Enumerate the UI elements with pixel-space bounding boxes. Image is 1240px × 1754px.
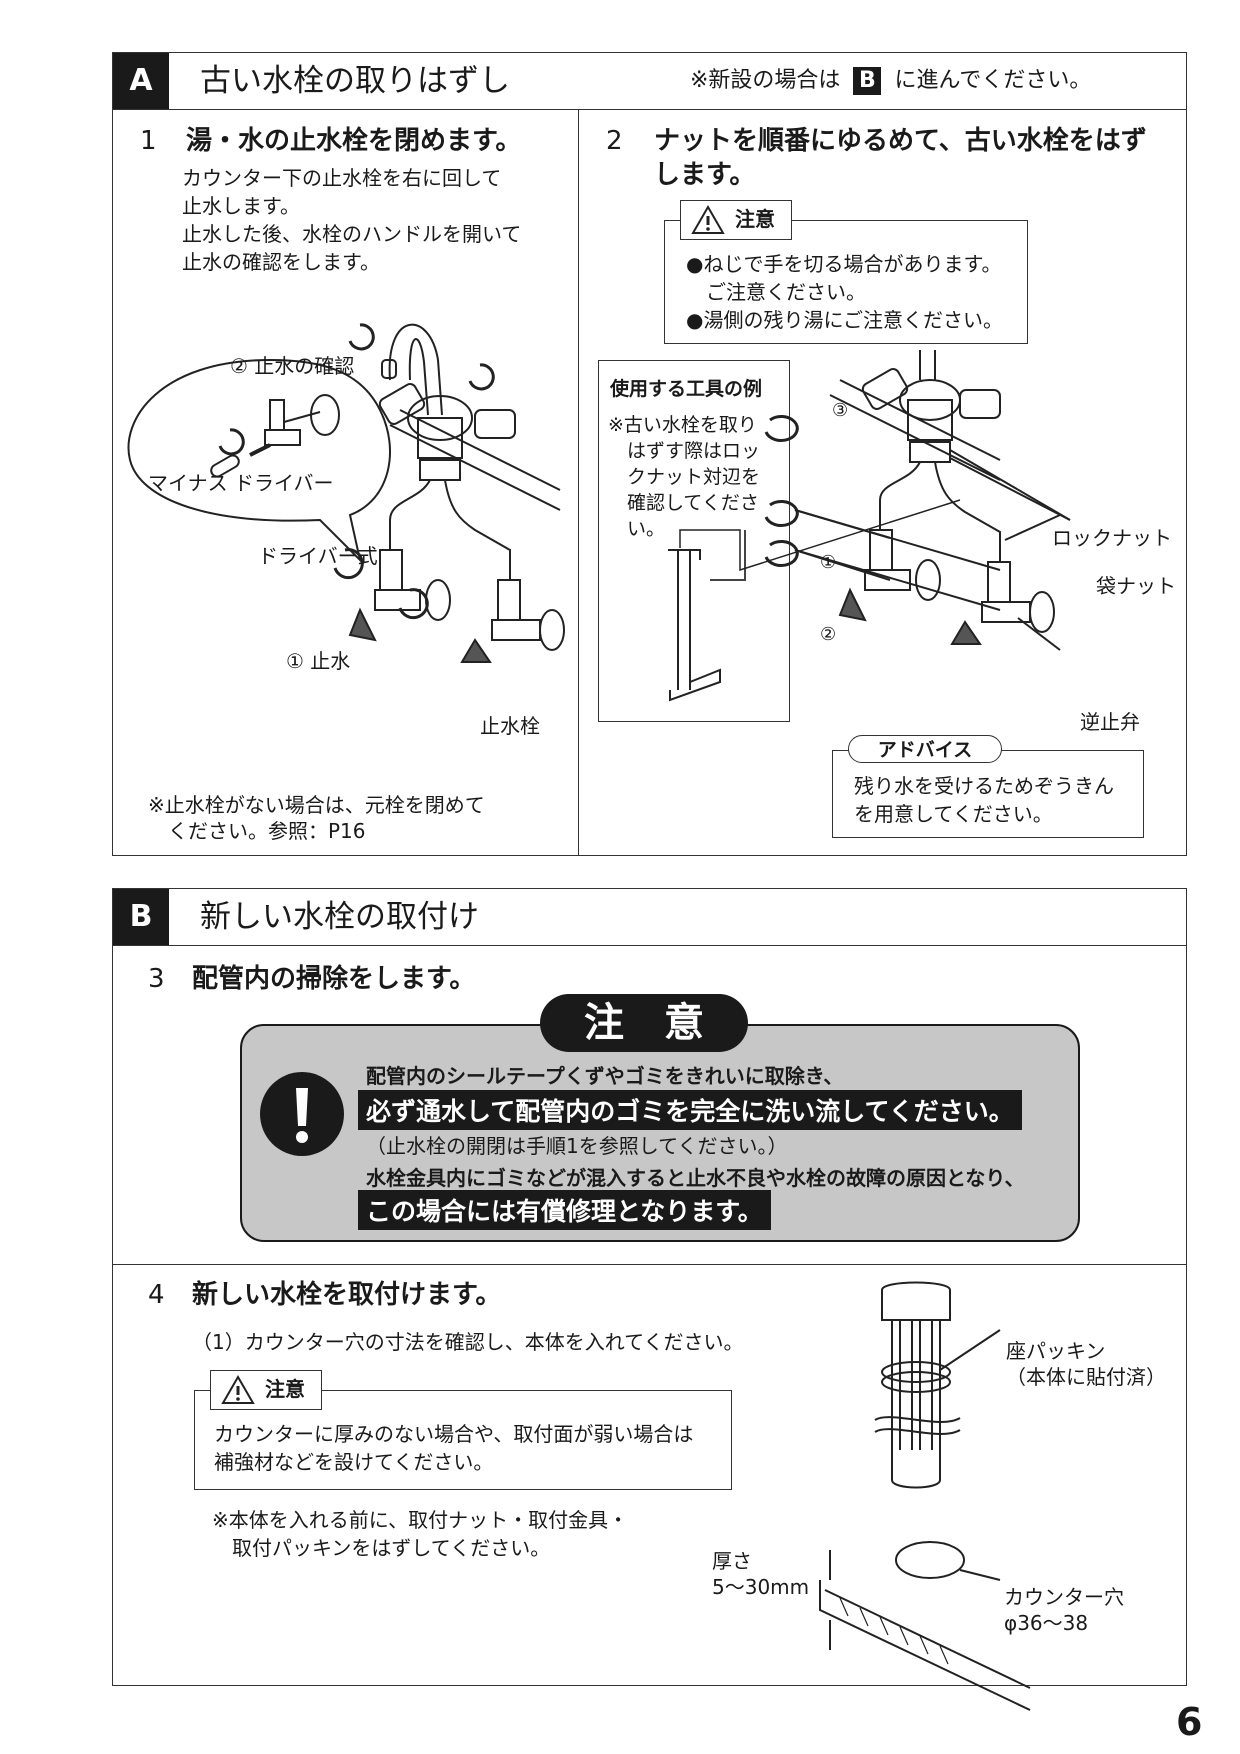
tools-title: 使用する工具の例 [610,378,763,400]
step4-sub: （1）カウンター穴の寸法を確認し、本体を入れてください。 [192,1330,744,1354]
step2-label-n3: ③ [832,400,849,421]
warning-line5: この場合には有償修理となります。 [358,1190,771,1230]
step2-label-check-valve: 逆止弁 [1080,710,1140,734]
step1-title: 湯・水の止水栓を閉めます。 [186,126,522,156]
step4-title: 新しい水栓を取付けます。 [192,1280,502,1310]
step2-label-lock-nut: ロックナット [1052,526,1172,550]
step3-number: 3 [148,964,165,994]
section-a-header-divider [112,109,1187,110]
caution-line: ご注意ください。 [686,280,866,304]
note-prefix: ※新設の場合は [690,68,841,93]
step2-caution-tab: 注意 [680,200,792,240]
tools-box [598,360,790,722]
step4-label-thickness: 厚さ 5～30mm [712,1549,810,1599]
step1-number: 1 [140,126,157,156]
step1-label-minus-driver: マイナス ドライバー [148,471,334,495]
step2-caution-label: 注意 [735,207,775,231]
section-a-column-divider [578,109,579,856]
page-number: 6 [1176,1700,1203,1744]
section-b-step-divider [112,1264,1187,1265]
step1-label-driver-type: ドライバー式 [258,544,378,568]
lock-nut-wrench-illustration [668,530,746,702]
warning-line1: 配管内のシールテープくずやゴミをきれいに取除き、 [366,1064,844,1088]
step1-description: カウンター下の止水栓を右に回して 止水します。 止水した後、水栓のハンドルを開い… [182,166,522,274]
section-b-header-divider [112,945,1187,946]
step4-note: ※本体を入れる前に、取付ナット・取付金具・ 取付パッキンをはずしてください。 [212,1508,629,1560]
step3-title: 配管内の掃除をします。 [192,964,476,994]
section-a-note: ※新設の場合は B に進んでください。 [690,53,1091,109]
step2-title: ナットを順番にゆるめて、古い水栓をはず します。 [654,126,1147,190]
step4-caution-tab: 注意 [210,1370,322,1410]
step4-label-hole: カウンター穴 φ36～38 [1004,1585,1124,1635]
step2-faucet-illustration [764,350,1071,651]
step4-number: 4 [148,1280,165,1310]
step1-footnote: ※止水栓がない場合は、元栓を閉めて ください。参照：P16 [148,793,485,843]
step1-label-stop: ① 止水 [286,649,351,673]
warning-triangle-icon [691,204,725,234]
step1-label-check: ② 止水の確認 [230,354,355,378]
step2-caution-text: ●ねじで手を切る場合があります。 ご注意ください。 ●湯側の残り湯にご注意くださ… [686,250,1003,334]
warning-line4: 水栓金具内にゴミなどが混入すると止水不良や水栓の故障の原因となり、 [366,1166,1025,1190]
caution-line: ●ねじで手を切る場合があります。 [686,252,1002,276]
section-a-frame [112,52,1187,856]
step1-faucet-illustration [127,323,565,663]
warning-line2: 必ず通水して配管内のゴミを完全に洗い流してください。 [358,1090,1022,1130]
step2-label-n2: ② [820,624,837,645]
section-b-label: B [113,889,169,945]
step2-number: 2 [606,126,623,156]
step2-caution-box [664,220,1028,344]
step4-faucet-body-illustration [819,1281,1031,1711]
advice-box [832,750,1144,838]
caution-line: ●湯側の残り湯にご注意ください。 [686,308,1004,332]
step4-label-packing: 座パッキン （本体に貼付済） [1006,1339,1166,1389]
note-badge-b: B [853,67,882,95]
note-suffix: に進んでください。 [894,68,1092,93]
tools-note: ※古い水栓を取り はずす際はロッ クナット対辺を 確認してくださ い。 [608,414,761,540]
step4-caution-label: 注意 [265,1377,305,1401]
step1-label-valve: 止水栓 [480,714,540,738]
warning-triangle-icon [221,1374,255,1404]
warning-line3: （止水栓の開閉は手順1を参照してください。） [366,1134,788,1158]
section-a-title: 古い水栓の取りはずし [200,63,510,99]
step4-caution-text: カウンターに厚みのない場合や、取付面が弱い場合は 補強材などを設けてください。 [214,1422,694,1474]
section-a-label: A [113,53,169,109]
step2-label-n1: ① [820,552,837,573]
advice-text: 残り水を受けるためぞうきん を用意してください。 [854,774,1114,826]
section-b-title: 新しい水栓の取付け [200,899,479,935]
exclamation-icon [260,1072,344,1156]
warning-panel-title: 注 意 [540,994,748,1052]
warning-line5-text: この場合には有償修理となります。 [358,1190,771,1230]
warning-line2-text: 必ず通水して配管内のゴミを完全に洗い流してください。 [358,1090,1022,1130]
section-b-frame [112,888,1187,1686]
step2-label-bag-nut: 袋ナット [1096,574,1176,598]
advice-tab: アドバイス [848,735,1002,763]
